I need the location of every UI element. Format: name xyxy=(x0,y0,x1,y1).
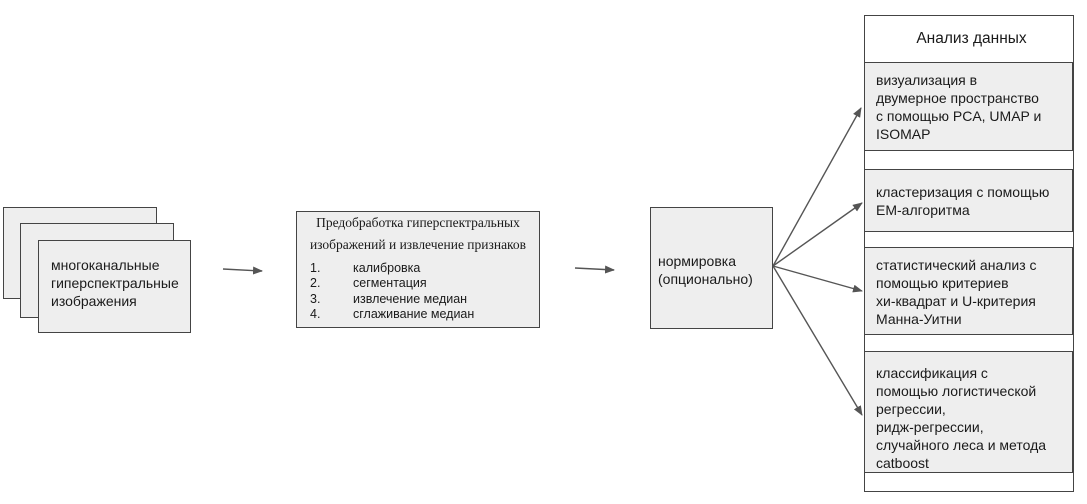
step-label: сегментация xyxy=(353,276,427,290)
step-label: извлечение медиан xyxy=(353,292,468,306)
analysis-item-label: визуализация в двумерное пространство с … xyxy=(876,72,1042,142)
input-label: многоканальные гиперспектральные изображ… xyxy=(51,257,179,309)
analysis-item-statistics xyxy=(864,247,1073,335)
arrow-to-clustering xyxy=(772,202,863,267)
preprocessing-title-line1: Предобработка гиперспектральных xyxy=(316,215,520,230)
step-number: 1. xyxy=(310,261,321,275)
analysis-item-visualization xyxy=(864,62,1073,151)
step-label: калибровка xyxy=(353,261,421,275)
step-number: 4. xyxy=(310,307,321,321)
arrow-input-to-preprocessing xyxy=(222,266,263,275)
preprocessing-box xyxy=(296,211,540,328)
normalization-box xyxy=(650,207,773,329)
analysis-item-classification xyxy=(864,351,1073,473)
step-label: сглаживание медиан xyxy=(353,307,475,321)
step-number: 2. xyxy=(310,276,321,290)
analysis-item-label: кластеризация с помощью EM-алгоритма xyxy=(876,184,1050,218)
arrow-to-classification xyxy=(772,265,863,416)
step-number: 3. xyxy=(310,292,321,306)
analysis-item-label: статистический анализ с помощью критерие… xyxy=(876,257,1037,327)
input-box xyxy=(38,240,191,333)
analysis-title: Анализ данных xyxy=(916,30,1027,47)
arrow-to-visualization xyxy=(772,107,862,267)
analysis-item-clustering xyxy=(864,169,1073,232)
arrow-preprocessing-to-normalization xyxy=(574,265,615,274)
normalization-label: нормировка (опционально) xyxy=(658,253,753,287)
analysis-item-label: классификация с помощью логистической ре… xyxy=(876,365,1047,471)
arrow-to-statistics xyxy=(772,265,863,293)
preprocessing-title-line2: изображений и извлечение признаков xyxy=(309,237,527,252)
